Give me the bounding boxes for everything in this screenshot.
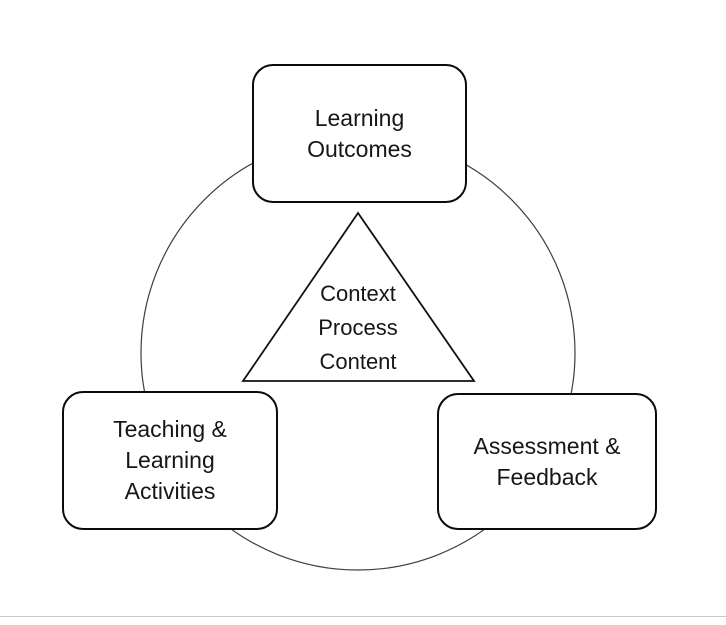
slide-bottom-divider <box>0 616 726 617</box>
node-teaching-learning-activities-label: Teaching & Learning Activities <box>113 414 227 507</box>
center-triangle <box>241 211 476 382</box>
node-label-line: Learning <box>314 104 405 131</box>
triangle-label: Context Process Content <box>258 277 458 379</box>
node-assessment-feedback-label: Assessment & Feedback <box>474 431 621 493</box>
node-assessment-feedback: Assessment & Feedback <box>437 393 657 530</box>
node-label-line: Teaching & <box>113 416 227 442</box>
node-teaching-learning-activities: Teaching & Learning Activities <box>62 391 278 530</box>
node-label-line: Outcomes <box>307 135 412 162</box>
node-label-line: Learning <box>125 447 215 473</box>
node-learning-outcomes-label: Learning Outcomes <box>307 103 412 165</box>
triangle-label-line: Context <box>320 281 396 306</box>
node-label-line: Activities <box>124 478 216 504</box>
triangle-label-line: Process <box>318 315 398 340</box>
triangle-label-line: Content <box>319 349 397 374</box>
node-learning-outcomes: Learning Outcomes <box>252 64 467 203</box>
node-label-line: Assessment & <box>473 432 621 459</box>
node-label-line: Feedback <box>496 463 598 490</box>
